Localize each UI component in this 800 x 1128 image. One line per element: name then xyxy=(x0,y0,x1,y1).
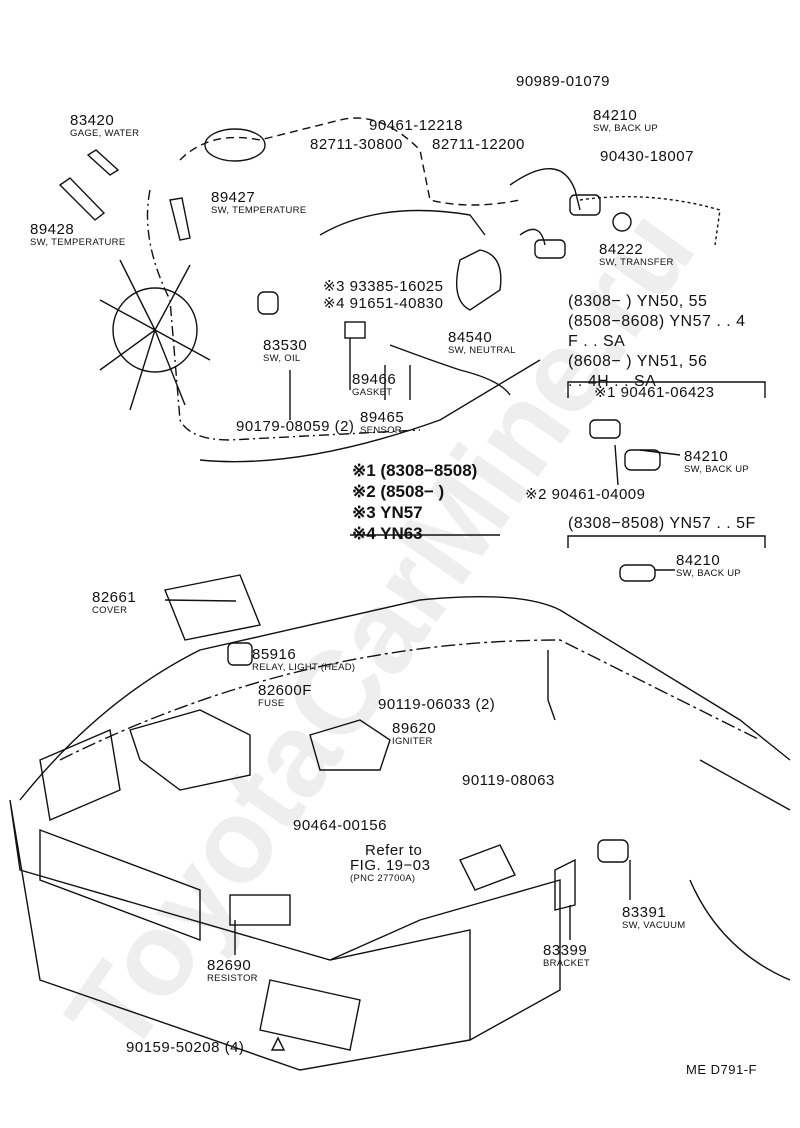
part-label-90461-12218: 90461-12218 xyxy=(369,117,463,134)
part-label-90430-18007: 90430-18007 xyxy=(600,148,694,165)
applicability-notes: (8308− ) YN50, 55 (8508−8608) YN57 . . 4… xyxy=(568,292,746,392)
part-label-90159-50208: 90159-50208 (4) xyxy=(126,1039,245,1056)
applicability-line: (8608− ) YN51, 56 xyxy=(568,353,708,370)
refer-to-note: Refer to FIG. 19−03 (PNC 27700A) xyxy=(350,843,430,884)
legend-item: ※3 YN57 xyxy=(352,503,423,522)
part-label-90461-06423: ※1 90461-06423 xyxy=(594,384,715,401)
part-label-93385-16025: ※3 93385-16025 xyxy=(323,278,444,295)
part-label-90119-06033: 90119-06033 (2) xyxy=(378,696,496,713)
applicability-line: F . . SA xyxy=(568,333,626,350)
part-label-82711-12200: 82711-12200 xyxy=(432,136,525,153)
part-label-90119-08063: 90119-08063 xyxy=(462,772,555,789)
part-label-82711-30800: 82711-30800 xyxy=(310,136,403,153)
part-label-90464-00156: 90464-00156 xyxy=(293,817,387,834)
part-label-90989-01079: 90989-01079 xyxy=(516,73,610,90)
applicability-line: . . 4H . . SA xyxy=(568,373,657,390)
legend-item: ※2 (8508− ) xyxy=(352,482,445,501)
legend-item: ※1 (8308−8508) xyxy=(352,461,478,480)
applicability-line: (8308− ) YN50, 55 xyxy=(568,293,708,310)
footnote-legend: ※1 (8308−8508) ※2 (8508− ) ※3 YN57 ※4 YN… xyxy=(352,460,477,544)
drawing-code: ME D791-F xyxy=(686,1062,757,1077)
fan-drawing xyxy=(99,259,211,411)
refer-figure-link[interactable]: FIG. 19−03 xyxy=(350,857,431,874)
applicability-line: (8508−8608) YN57 . . 4 xyxy=(568,313,746,330)
legend-item: ※4 YN63 xyxy=(352,524,423,543)
applicability-bottom: (8308−8508) YN57 . . 5F xyxy=(568,515,756,532)
part-label-90179-08059: 90179-08059 (2) xyxy=(236,418,355,435)
refer-line: Refer to xyxy=(365,842,423,859)
part-label-90461-04009: ※2 90461-04009 xyxy=(525,486,646,503)
refer-pnc: (PNC 27700A) xyxy=(350,873,416,884)
part-label-91651-40830: ※4 91651-40830 xyxy=(323,295,444,312)
